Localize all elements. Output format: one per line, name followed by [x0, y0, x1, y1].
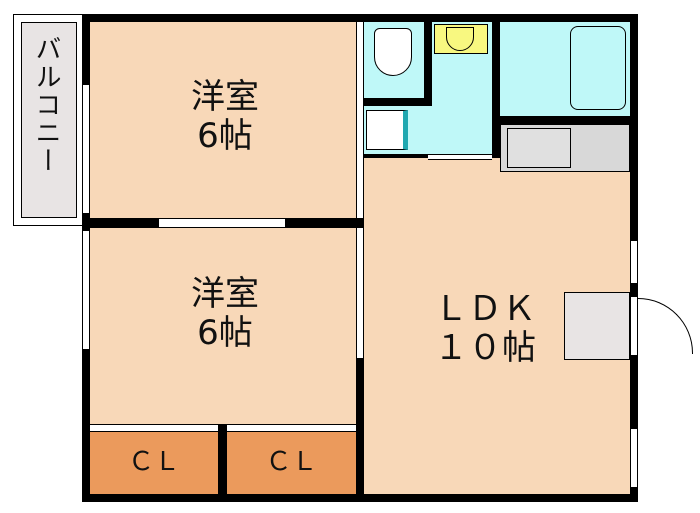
- window-ldk-1[interactable]: [630, 240, 638, 284]
- room-western-2: [90, 228, 356, 424]
- basin-bowl: [446, 27, 474, 51]
- closet2-label: ＣＬ: [265, 447, 318, 477]
- washing-machine: [366, 110, 408, 150]
- window-balcony-1[interactable]: [82, 84, 90, 214]
- bathtub: [570, 26, 626, 110]
- balcony-label: バルコニー: [31, 35, 61, 175]
- window-ldk-2[interactable]: [630, 428, 638, 488]
- door-room1-ldk[interactable]: [356, 22, 364, 218]
- ldk-label: ＬＤＫ １０帖: [405, 289, 565, 369]
- closet-sliding-door-1: [90, 424, 218, 432]
- door-room1-room2[interactable]: [158, 218, 286, 228]
- closet-1: [90, 432, 218, 494]
- room-western-1: [90, 22, 356, 218]
- ldk-size: １０帖: [434, 328, 536, 369]
- closet1-label: ＣＬ: [127, 447, 180, 477]
- door-washroom-ldk[interactable]: [428, 154, 492, 160]
- door-room2-ldk[interactable]: [356, 228, 364, 358]
- room1-name: 洋室: [191, 77, 259, 117]
- toilet-bowl: [374, 28, 412, 76]
- room1-size: 6帖: [197, 116, 253, 157]
- balcony: バルコニー: [13, 14, 83, 226]
- room2-name: 洋室: [191, 274, 259, 314]
- closet-2: [227, 432, 356, 494]
- room1-label: 洋室 6帖: [150, 77, 300, 157]
- kitchen-sink: [507, 128, 571, 168]
- window-balcony-2[interactable]: [82, 230, 90, 350]
- ldk-name: ＬＤＫ: [434, 289, 536, 329]
- closet-sliding-door-2: [227, 424, 356, 432]
- entrance: [564, 292, 630, 360]
- room2-size: 6帖: [197, 313, 253, 354]
- room2-label: 洋室 6帖: [150, 274, 300, 354]
- entrance-door-swing: [638, 298, 693, 354]
- door-entrance[interactable]: [630, 296, 638, 356]
